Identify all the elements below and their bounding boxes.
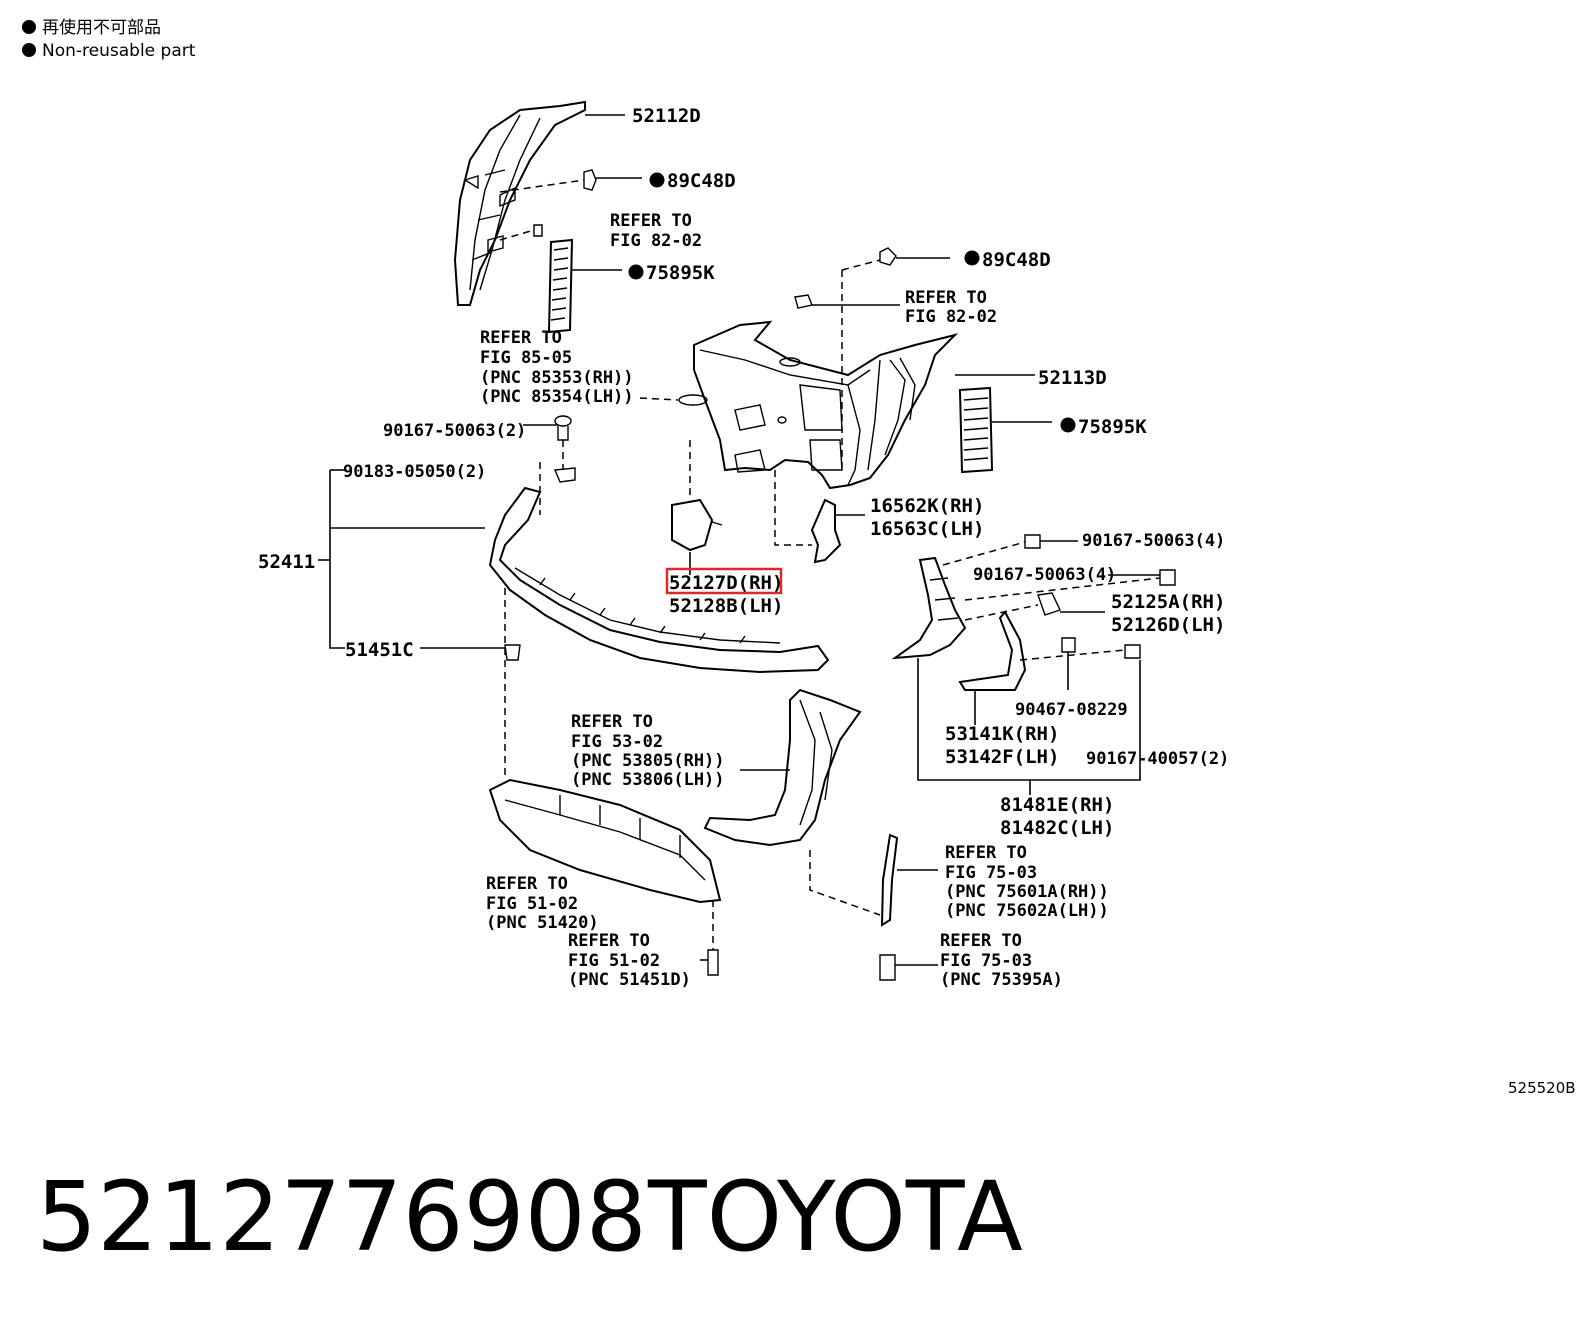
part-53805-drawing (703, 688, 862, 847)
label-52112D[interactable]: 52112D (632, 105, 701, 127)
label-89C48D-a[interactable]: 89C48D (667, 170, 736, 192)
screw-51451D (707, 949, 719, 976)
refer-75-03-b-line1[interactable]: REFER TO (940, 931, 1022, 951)
figure-code: 525520B (1508, 1079, 1576, 1097)
label-52128B-LH[interactable]: 52128B(LH) (669, 595, 783, 617)
part-52113D-drawing (693, 320, 959, 490)
label-52127D-RH[interactable]: 52127D(RH) (669, 572, 783, 594)
label-52125A-RH[interactable]: 52125A(RH) (1111, 591, 1225, 613)
legend-english: Non-reusable part (42, 41, 196, 61)
refer-75-03-a-line4[interactable]: (PNC 75602A(LH)) (945, 901, 1109, 921)
legend: 再使用不可部品 Non-reusable part (22, 17, 196, 61)
label-90167-50063-2[interactable]: 90167-50063(2) (383, 421, 526, 441)
label-16563C-LH[interactable]: 16563C(LH) (870, 518, 984, 540)
clip-52125A (1037, 592, 1061, 616)
label-90183-05050-2[interactable]: 90183-05050(2) (343, 462, 486, 482)
screw-90167-40057 (1124, 644, 1141, 659)
part-52411-drawing (488, 486, 830, 674)
label-90167-50063-4a[interactable]: 90167-50063(4) (1082, 531, 1225, 551)
refer-82-02-a-line2[interactable]: FIG 82-02 (610, 231, 702, 251)
non-reusable-bullet-icon (1060, 417, 1076, 433)
refer-82-02-a-line1[interactable]: REFER TO (610, 211, 692, 231)
part-52127D-drawing (671, 498, 723, 552)
non-reusable-bullet-icon (628, 264, 644, 280)
non-reusable-bullet-icon (649, 172, 665, 188)
label-75895K-a[interactable]: 75895K (646, 262, 715, 284)
refer-75-03-a-line1[interactable]: REFER TO (945, 843, 1027, 863)
label-53141K-RH[interactable]: 53141K(RH) (945, 723, 1059, 745)
part-53141K-drawing (958, 610, 1027, 691)
clip-90467-08229 (1061, 637, 1076, 653)
label-81482C-LH[interactable]: 81482C(LH) (1000, 817, 1114, 839)
part-number: 5212776908 (36, 1161, 647, 1273)
clip-51451C (504, 644, 521, 661)
non-reusable-bullet-icon (964, 250, 980, 266)
refer-53-02-line2[interactable]: FIG 53-02 (571, 732, 663, 752)
label-90167-40057-2[interactable]: 90167-40057(2) (1086, 749, 1229, 769)
refer-51-02-b-line1[interactable]: REFER TO (568, 931, 650, 951)
part-75601A-drawing (880, 833, 899, 927)
pad-75895K-b (958, 386, 994, 474)
screw-90167-50063-4a (1024, 534, 1041, 549)
refer-75-03-b-line3[interactable]: (PNC 75395A) (940, 970, 1063, 990)
highlight-box (665, 567, 783, 595)
refer-85-05-line3[interactable]: (PNC 85353(RH)) (480, 368, 634, 388)
part-52112D-drawing (453, 100, 586, 306)
refer-51-02-a-line1[interactable]: REFER TO (486, 874, 568, 894)
screw-90167-50063-4b (1159, 569, 1176, 586)
refer-85-05-line2[interactable]: FIG 85-05 (480, 348, 572, 368)
refer-51-02-b-line3[interactable]: (PNC 51451D) (568, 970, 691, 990)
label-53142F-LH[interactable]: 53142F(LH) (945, 746, 1059, 768)
clip-89C48D-b (879, 247, 897, 266)
refer-53-02-line4[interactable]: (PNC 53806(LH)) (571, 770, 725, 790)
label-51451C[interactable]: 51451C (345, 639, 414, 661)
refer-53-02-line1[interactable]: REFER TO (571, 712, 653, 732)
brand-name: TOYOTA (647, 1161, 1023, 1273)
refer-85-05-line4[interactable]: (PNC 85354(LH)) (480, 387, 634, 407)
label-75895K-b[interactable]: 75895K (1078, 416, 1147, 438)
label-81481E-RH[interactable]: 81481E(RH) (1000, 794, 1114, 816)
bullet-icon (22, 20, 36, 34)
part-16562K-drawing (810, 498, 842, 564)
legend-japanese: 再使用不可部品 (42, 17, 161, 38)
label-90467-08229[interactable]: 90467-08229 (1015, 700, 1128, 720)
part-51420-drawing (488, 778, 722, 904)
refer-51-02-b-line2[interactable]: FIG 51-02 (568, 951, 660, 971)
label-16562K-RH[interactable]: 16562K(RH) (870, 495, 984, 517)
refer-82-02-b-line2[interactable]: FIG 82-02 (905, 307, 997, 327)
bullet-icon (22, 43, 36, 57)
screw-90167-50063-2 (554, 415, 572, 441)
label-90167-50063-4b[interactable]: 90167-50063(4) (973, 565, 1116, 585)
label-52411[interactable]: 52411 (258, 551, 315, 573)
refer-82-02-b-line1[interactable]: REFER TO (905, 288, 987, 308)
label-52113D[interactable]: 52113D (1038, 367, 1107, 389)
clip-89C48D-a (583, 169, 597, 191)
pad-75895K-a (547, 238, 574, 334)
label-89C48D-b[interactable]: 89C48D (982, 249, 1051, 271)
refer-53-02-line3[interactable]: (PNC 53805(RH)) (571, 751, 725, 771)
refer-75-03-b-line2[interactable]: FIG 75-03 (940, 951, 1032, 971)
part-81481E-drawing (891, 556, 967, 660)
refer-75-03-a-line2[interactable]: FIG 75-03 (945, 863, 1037, 883)
label-52126D-LH[interactable]: 52126D(LH) (1111, 614, 1225, 636)
refer-51-02-a-line3[interactable]: (PNC 51420) (486, 913, 599, 933)
refer-75-03-a-line3[interactable]: (PNC 75601A(RH)) (945, 882, 1109, 902)
refer-51-02-a-line2[interactable]: FIG 51-02 (486, 894, 578, 914)
clip-75395A (879, 954, 896, 981)
refer-85-05-line1[interactable]: REFER TO (480, 328, 562, 348)
